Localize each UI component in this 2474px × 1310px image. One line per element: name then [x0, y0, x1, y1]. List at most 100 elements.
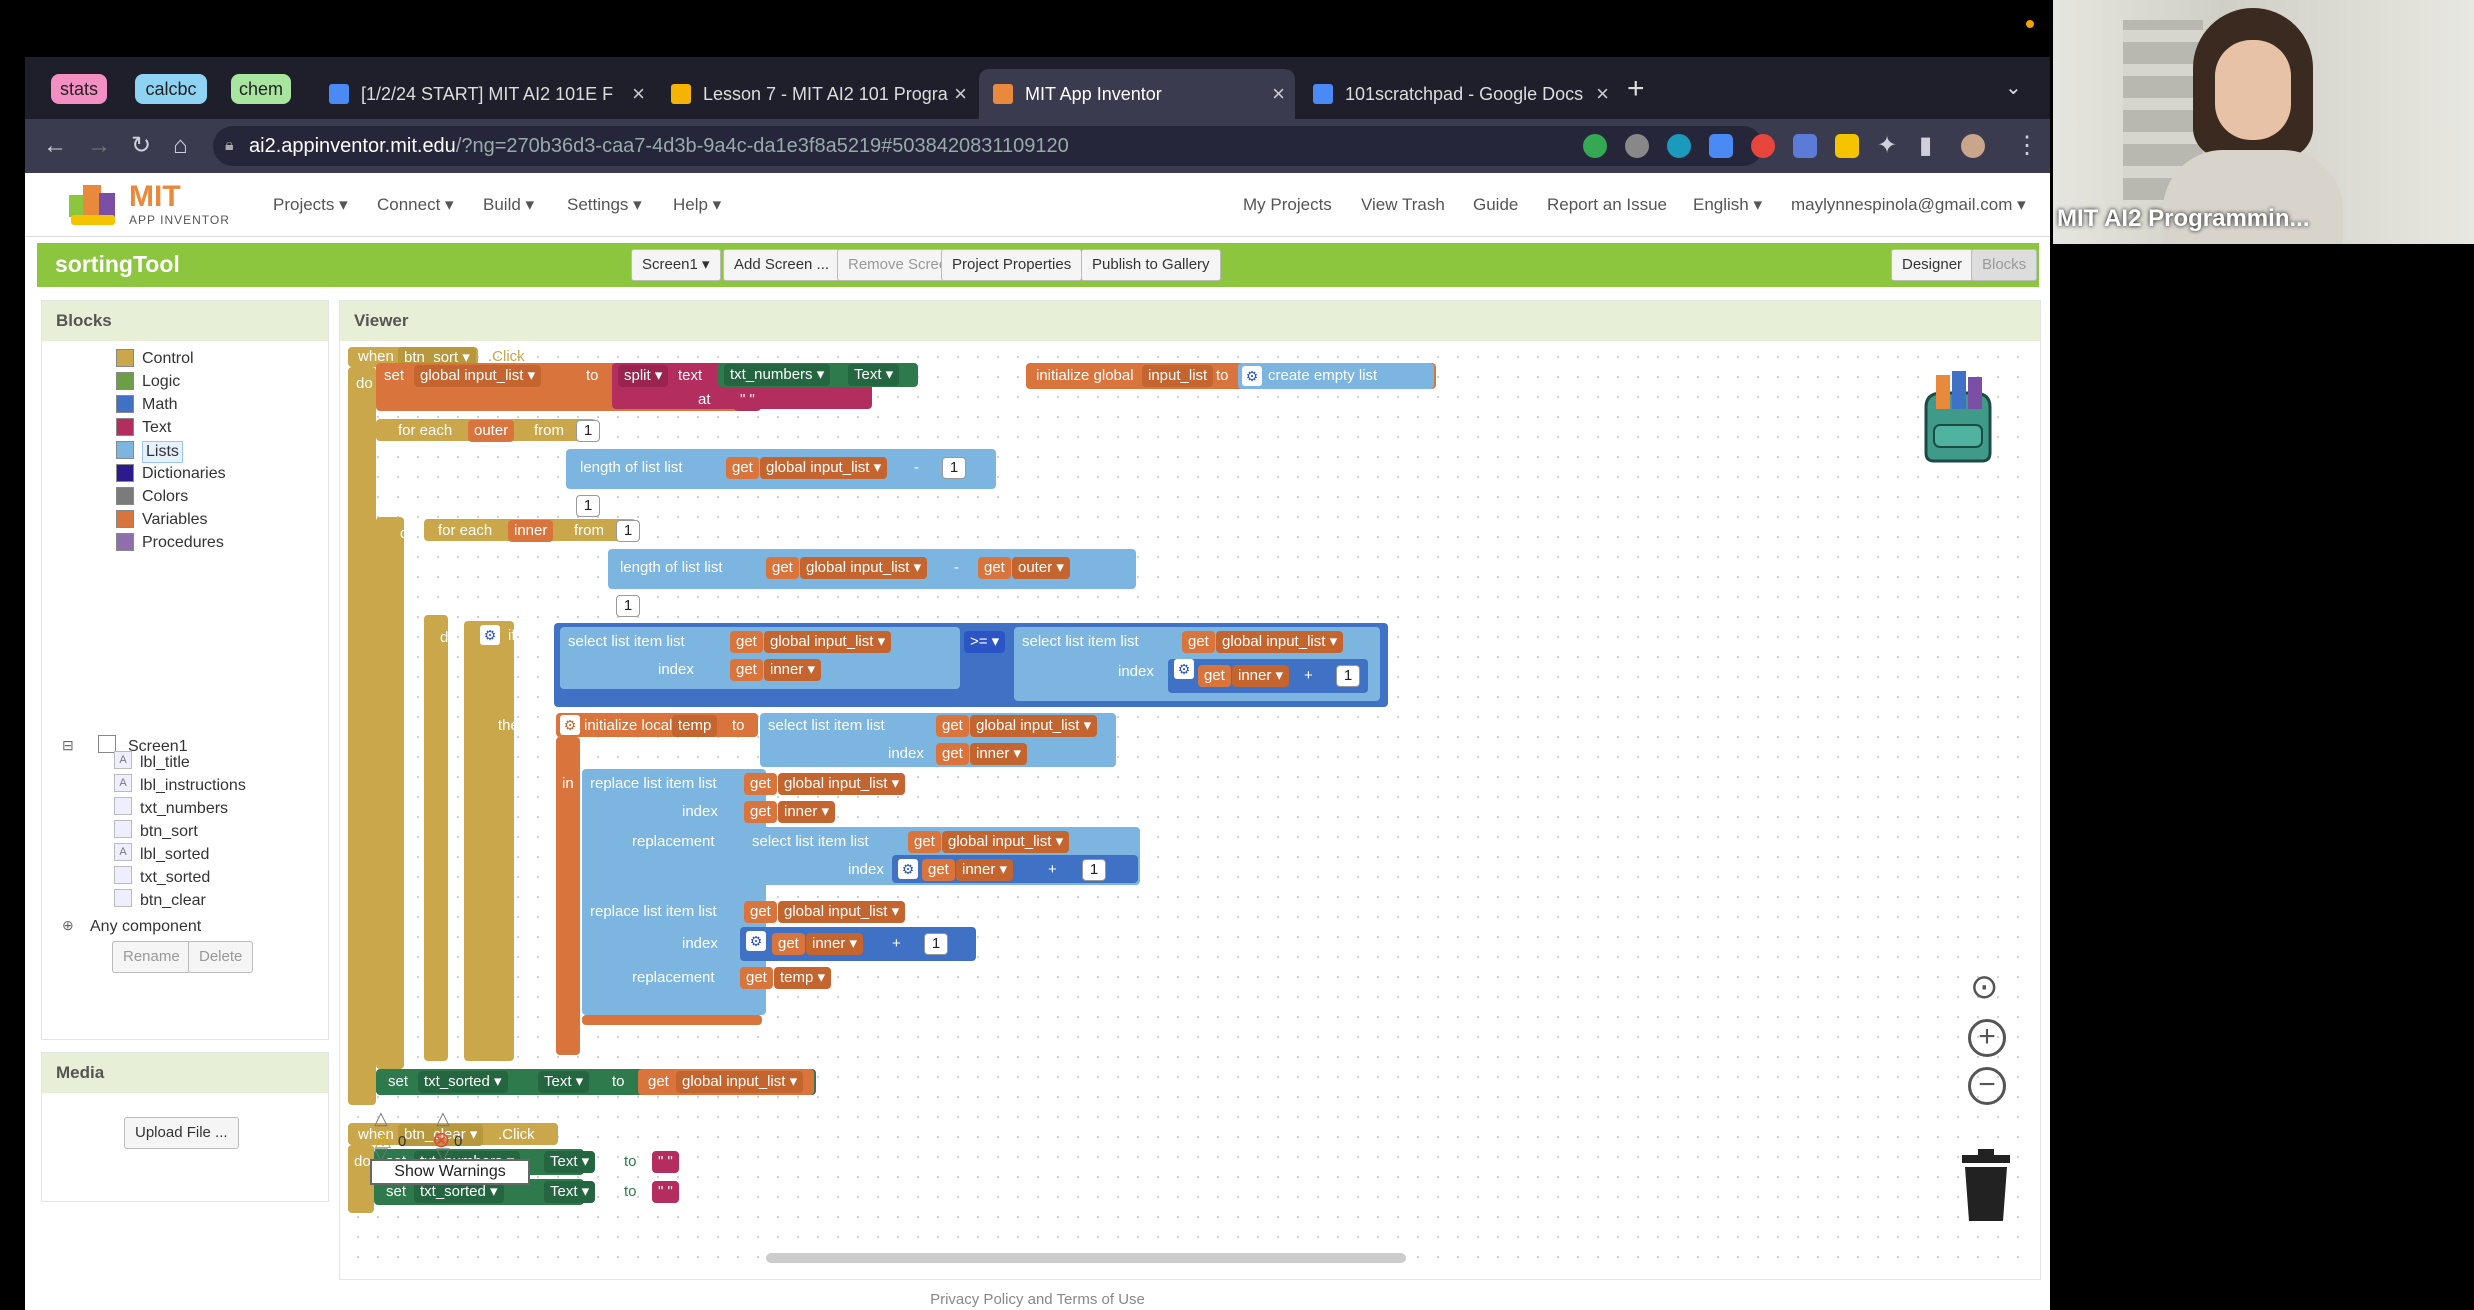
var-dropdown[interactable]: global input_list ▾	[970, 715, 1098, 737]
collapse-icon[interactable]: ⊟	[62, 737, 74, 753]
component-dropdown[interactable]: txt_sorted ▾	[418, 1071, 508, 1093]
blocks-button[interactable]: Blocks	[1971, 249, 2038, 281]
var-dropdown[interactable]: global input_list ▾	[778, 901, 906, 923]
text-literal[interactable]: " "	[652, 1151, 679, 1173]
var-dropdown[interactable]: inner ▾	[778, 801, 836, 823]
error-arrows[interactable]: △▽	[436, 1108, 450, 1164]
mutator-gear-icon[interactable]: ⚙	[560, 715, 580, 735]
number-literal[interactable]: 1	[576, 495, 600, 517]
close-icon[interactable]: ×	[1596, 81, 1609, 106]
extension-icon[interactable]	[1835, 134, 1859, 158]
tree-component-btn-clear[interactable]: btn_clear	[140, 892, 206, 909]
blocks-workspace[interactable]: when btn_sort ▾ .Click do set global inp…	[348, 347, 2034, 1274]
app-inventor-logo[interactable]	[63, 179, 123, 227]
zoom-in-icon[interactable]: +	[1968, 1019, 2006, 1057]
drawer-variables[interactable]: Variables	[142, 511, 208, 528]
menu-connect[interactable]: Connect ▾	[377, 195, 454, 214]
loop-var[interactable]: outer	[468, 420, 515, 442]
designer-button[interactable]: Designer	[1891, 249, 1974, 281]
drawer-procedures[interactable]: Procedures	[142, 534, 224, 551]
drawer-math[interactable]: Math	[142, 396, 178, 413]
sidepanel-icon[interactable]: ▮	[1919, 132, 1933, 159]
mutator-gear-icon[interactable]: ⚙	[1242, 366, 1262, 386]
drawer-lists[interactable]: Lists	[142, 441, 183, 463]
tab-scratchpad[interactable]: 101scratchpad - Google Docs ×	[1299, 69, 1619, 119]
menu-account[interactable]: maylynnespinola@gmail.com ▾	[1791, 195, 2026, 214]
tree-component-txt-numbers[interactable]: txt_numbers	[140, 800, 229, 817]
var-dropdown[interactable]: global input_list ▾	[764, 631, 892, 653]
text-literal[interactable]: " "	[652, 1181, 679, 1203]
property-dropdown[interactable]: Text ▾	[538, 1071, 590, 1093]
tab-group-calcbc[interactable]: calcbc	[135, 74, 207, 104]
component-dropdown[interactable]: txt_sorted ▾	[414, 1181, 504, 1203]
var-dropdown[interactable]: global input_list ▾	[414, 365, 542, 387]
reload-icon[interactable]: ↻	[131, 132, 152, 159]
split-dropdown[interactable]: split ▾	[618, 365, 669, 387]
extension-icon[interactable]	[1709, 134, 1733, 158]
drawer-logic[interactable]: Logic	[142, 373, 181, 390]
link-my-projects[interactable]: My Projects	[1243, 195, 1332, 214]
number-literal[interactable]: 1	[616, 595, 640, 617]
forward-icon[interactable]: →	[87, 132, 111, 159]
var-dropdown[interactable]: global input_list ▾	[942, 831, 1070, 853]
number-literal[interactable]: 1	[924, 933, 948, 955]
tab-course[interactable]: [1/2/24 START] MIT AI2 101E F ×	[315, 69, 655, 119]
recenter-icon[interactable]: ⊙	[1970, 968, 1999, 1006]
menu-projects[interactable]: Projects ▾	[273, 195, 348, 214]
mutator-gear-icon[interactable]: ⚙	[746, 931, 766, 951]
puzzle-icon[interactable]: ✦	[1877, 132, 1898, 159]
menu-language[interactable]: English ▾	[1693, 195, 1763, 214]
extension-icon[interactable]	[1667, 134, 1691, 158]
avatar[interactable]	[1961, 134, 1985, 158]
var-dropdown[interactable]: global input_list ▾	[1216, 631, 1344, 653]
number-literal[interactable]: 1	[942, 457, 966, 479]
tab-app-inventor[interactable]: MIT App Inventor ×	[979, 69, 1295, 119]
mutator-gear-icon[interactable]: ⚙	[1174, 659, 1194, 679]
rename-button[interactable]: Rename	[112, 941, 191, 973]
text-literal[interactable]: " "	[734, 389, 761, 411]
number-literal[interactable]: 1	[576, 420, 600, 442]
mutator-gear-icon[interactable]: ⚙	[898, 859, 918, 879]
warning-arrows[interactable]: △▽	[374, 1108, 388, 1164]
tree-component-btn-sort[interactable]: btn_sort	[140, 823, 198, 840]
number-literal[interactable]: 1	[1082, 859, 1106, 881]
number-literal[interactable]: 1	[1336, 665, 1360, 687]
extension-icon[interactable]	[1625, 134, 1649, 158]
tab-lesson[interactable]: Lesson 7 - MIT AI2 101 Progra ×	[657, 69, 977, 119]
publish-gallery-button[interactable]: Publish to Gallery	[1081, 249, 1221, 281]
menu-help[interactable]: Help ▾	[673, 195, 722, 214]
replace-list-item[interactable]	[582, 769, 766, 903]
var-dropdown[interactable]: temp ▾	[774, 967, 832, 989]
var-dropdown[interactable]: outer ▾	[1012, 557, 1070, 579]
property-dropdown[interactable]: Text ▾	[544, 1181, 596, 1203]
property-dropdown[interactable]: Text ▾	[848, 364, 900, 386]
var-dropdown[interactable]: inner ▾	[956, 859, 1014, 881]
property-dropdown[interactable]: Text ▾	[544, 1151, 596, 1173]
tree-component-lbl-title[interactable]: lbl_title	[140, 754, 190, 771]
new-tab-icon[interactable]: +	[1627, 72, 1645, 105]
var-dropdown[interactable]: global input_list ▾	[760, 457, 888, 479]
component-dropdown[interactable]: txt_numbers ▾	[724, 364, 831, 386]
var-dropdown[interactable]: inner ▾	[970, 743, 1028, 765]
menu-build[interactable]: Build ▾	[483, 195, 535, 214]
tab-group-stats[interactable]: stats	[51, 74, 107, 104]
kebab-menu-icon[interactable]: ⋮	[2015, 132, 2039, 159]
loop-var[interactable]: inner	[508, 520, 554, 542]
initialize-local-temp[interactable]	[556, 713, 758, 737]
delete-button[interactable]: Delete	[188, 941, 254, 973]
create-empty-list[interactable]	[1238, 363, 1434, 389]
var-dropdown[interactable]: global input_list ▾	[800, 557, 928, 579]
add-screen-button[interactable]: Add Screen ...	[723, 249, 841, 281]
tree-any-component[interactable]: Any component	[90, 918, 202, 935]
zoom-out-icon[interactable]: −	[1968, 1067, 2006, 1105]
expand-icon[interactable]: ⊕	[62, 917, 74, 933]
global-var-name[interactable]: input_list	[1142, 365, 1214, 387]
tree-component-txt-sorted[interactable]: txt_sorted	[140, 869, 211, 886]
backpack-icon[interactable]	[1908, 367, 2008, 467]
link-guide[interactable]: Guide	[1473, 195, 1519, 214]
drawer-text[interactable]: Text	[142, 419, 172, 436]
if-block[interactable]	[464, 621, 514, 1061]
back-icon[interactable]: ←	[43, 132, 67, 159]
footer-link[interactable]: Privacy Policy and Terms of Use	[25, 1289, 2050, 1310]
var-dropdown[interactable]: global input_list ▾	[778, 773, 906, 795]
